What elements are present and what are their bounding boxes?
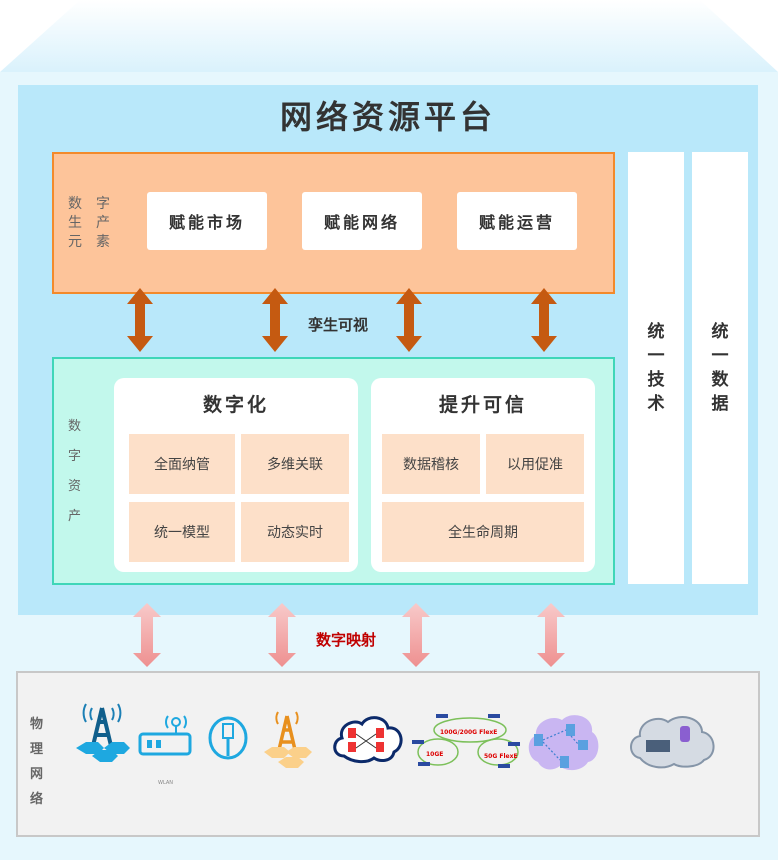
char: 一 xyxy=(647,346,665,366)
char: 素 xyxy=(96,234,110,250)
wlan-router-icon xyxy=(138,715,192,756)
char: 术 xyxy=(647,394,665,414)
char: 一 xyxy=(711,346,729,366)
char: 技 xyxy=(647,370,665,390)
char: 物 xyxy=(30,717,44,732)
flexe-big-label: 100G/200G FlexE xyxy=(440,729,497,736)
twin-arrow-icon xyxy=(262,288,288,352)
page-title: 网络资源平台 xyxy=(279,98,496,136)
item: 动态实时 xyxy=(241,502,349,562)
char: 字 xyxy=(96,196,110,212)
unified-tech-column: 统一技术 xyxy=(628,152,684,584)
char: 理 xyxy=(30,742,44,757)
char: 统 xyxy=(647,322,665,342)
char: 产 xyxy=(68,509,82,524)
char: 数 xyxy=(68,419,82,434)
ge10-label: 10GE xyxy=(426,751,443,758)
mapping-label: 数字映射 xyxy=(316,631,377,649)
mapping-arrow-icon xyxy=(268,603,296,667)
base-station-blue-icon xyxy=(76,703,130,762)
twin-label: 孪生可视 xyxy=(308,316,369,334)
empower-operation[interactable]: 赋能运营 xyxy=(457,192,577,250)
mapping-arrow-icon xyxy=(537,603,565,667)
char: 统 xyxy=(711,322,729,342)
unified-data-column: 统一数据 xyxy=(692,152,748,584)
char: 络 xyxy=(30,792,44,807)
item: 数据稽核 xyxy=(382,434,480,494)
empower-market[interactable]: 赋能市场 xyxy=(147,192,267,250)
char: 数 xyxy=(711,370,729,390)
wlan-caption: WLAN xyxy=(158,780,174,786)
char: 网 xyxy=(30,767,44,782)
trust-card: 提升可信 数据稽核 以用促准 全生命周期 xyxy=(371,378,595,572)
item: 全面纳管 xyxy=(129,434,235,494)
grey-cloud-network-icon xyxy=(630,716,715,769)
card-title: 提升可信 xyxy=(438,394,527,416)
char: 字 xyxy=(68,449,82,464)
mapping-arrow-icon xyxy=(133,603,161,667)
char: 产 xyxy=(96,215,110,231)
twin-arrow-icon xyxy=(531,288,557,352)
twin-arrow-icon xyxy=(127,288,153,352)
purple-cloud-network-icon xyxy=(528,715,599,771)
roof xyxy=(0,0,778,72)
digitize-card: 数字化 全面纳管 多维关联 统一模型 动态实时 xyxy=(114,378,358,572)
physical-label: 物理网络 xyxy=(30,712,44,812)
char: 元 xyxy=(68,234,82,250)
card-title: 数字化 xyxy=(202,394,269,416)
assets-label: 数字资产 xyxy=(68,412,82,532)
elements-label-col2: 字产素 xyxy=(96,195,110,252)
char: 资 xyxy=(68,479,82,494)
item: 统一模型 xyxy=(129,502,235,562)
char: 数 xyxy=(68,196,82,212)
elements-label-col1: 数生元 xyxy=(68,195,82,252)
char: 据 xyxy=(711,394,729,414)
mapping-arrow-icon xyxy=(402,603,430,667)
empower-network[interactable]: 赋能网络 xyxy=(302,192,422,250)
base-station-orange-icon xyxy=(264,711,312,768)
item: 以用促准 xyxy=(486,434,584,494)
ethernet-cable-icon xyxy=(208,716,248,760)
flexe-network-icon: 100G/200G FlexE 10GE 50G FlexE xyxy=(412,714,520,768)
item: 多维关联 xyxy=(241,434,349,494)
flexe50-label: 50G FlexE xyxy=(484,753,518,760)
data-center-cloud-icon xyxy=(333,716,403,764)
item: 全生命周期 xyxy=(382,502,584,562)
char: 生 xyxy=(68,215,82,231)
twin-arrow-icon xyxy=(396,288,422,352)
